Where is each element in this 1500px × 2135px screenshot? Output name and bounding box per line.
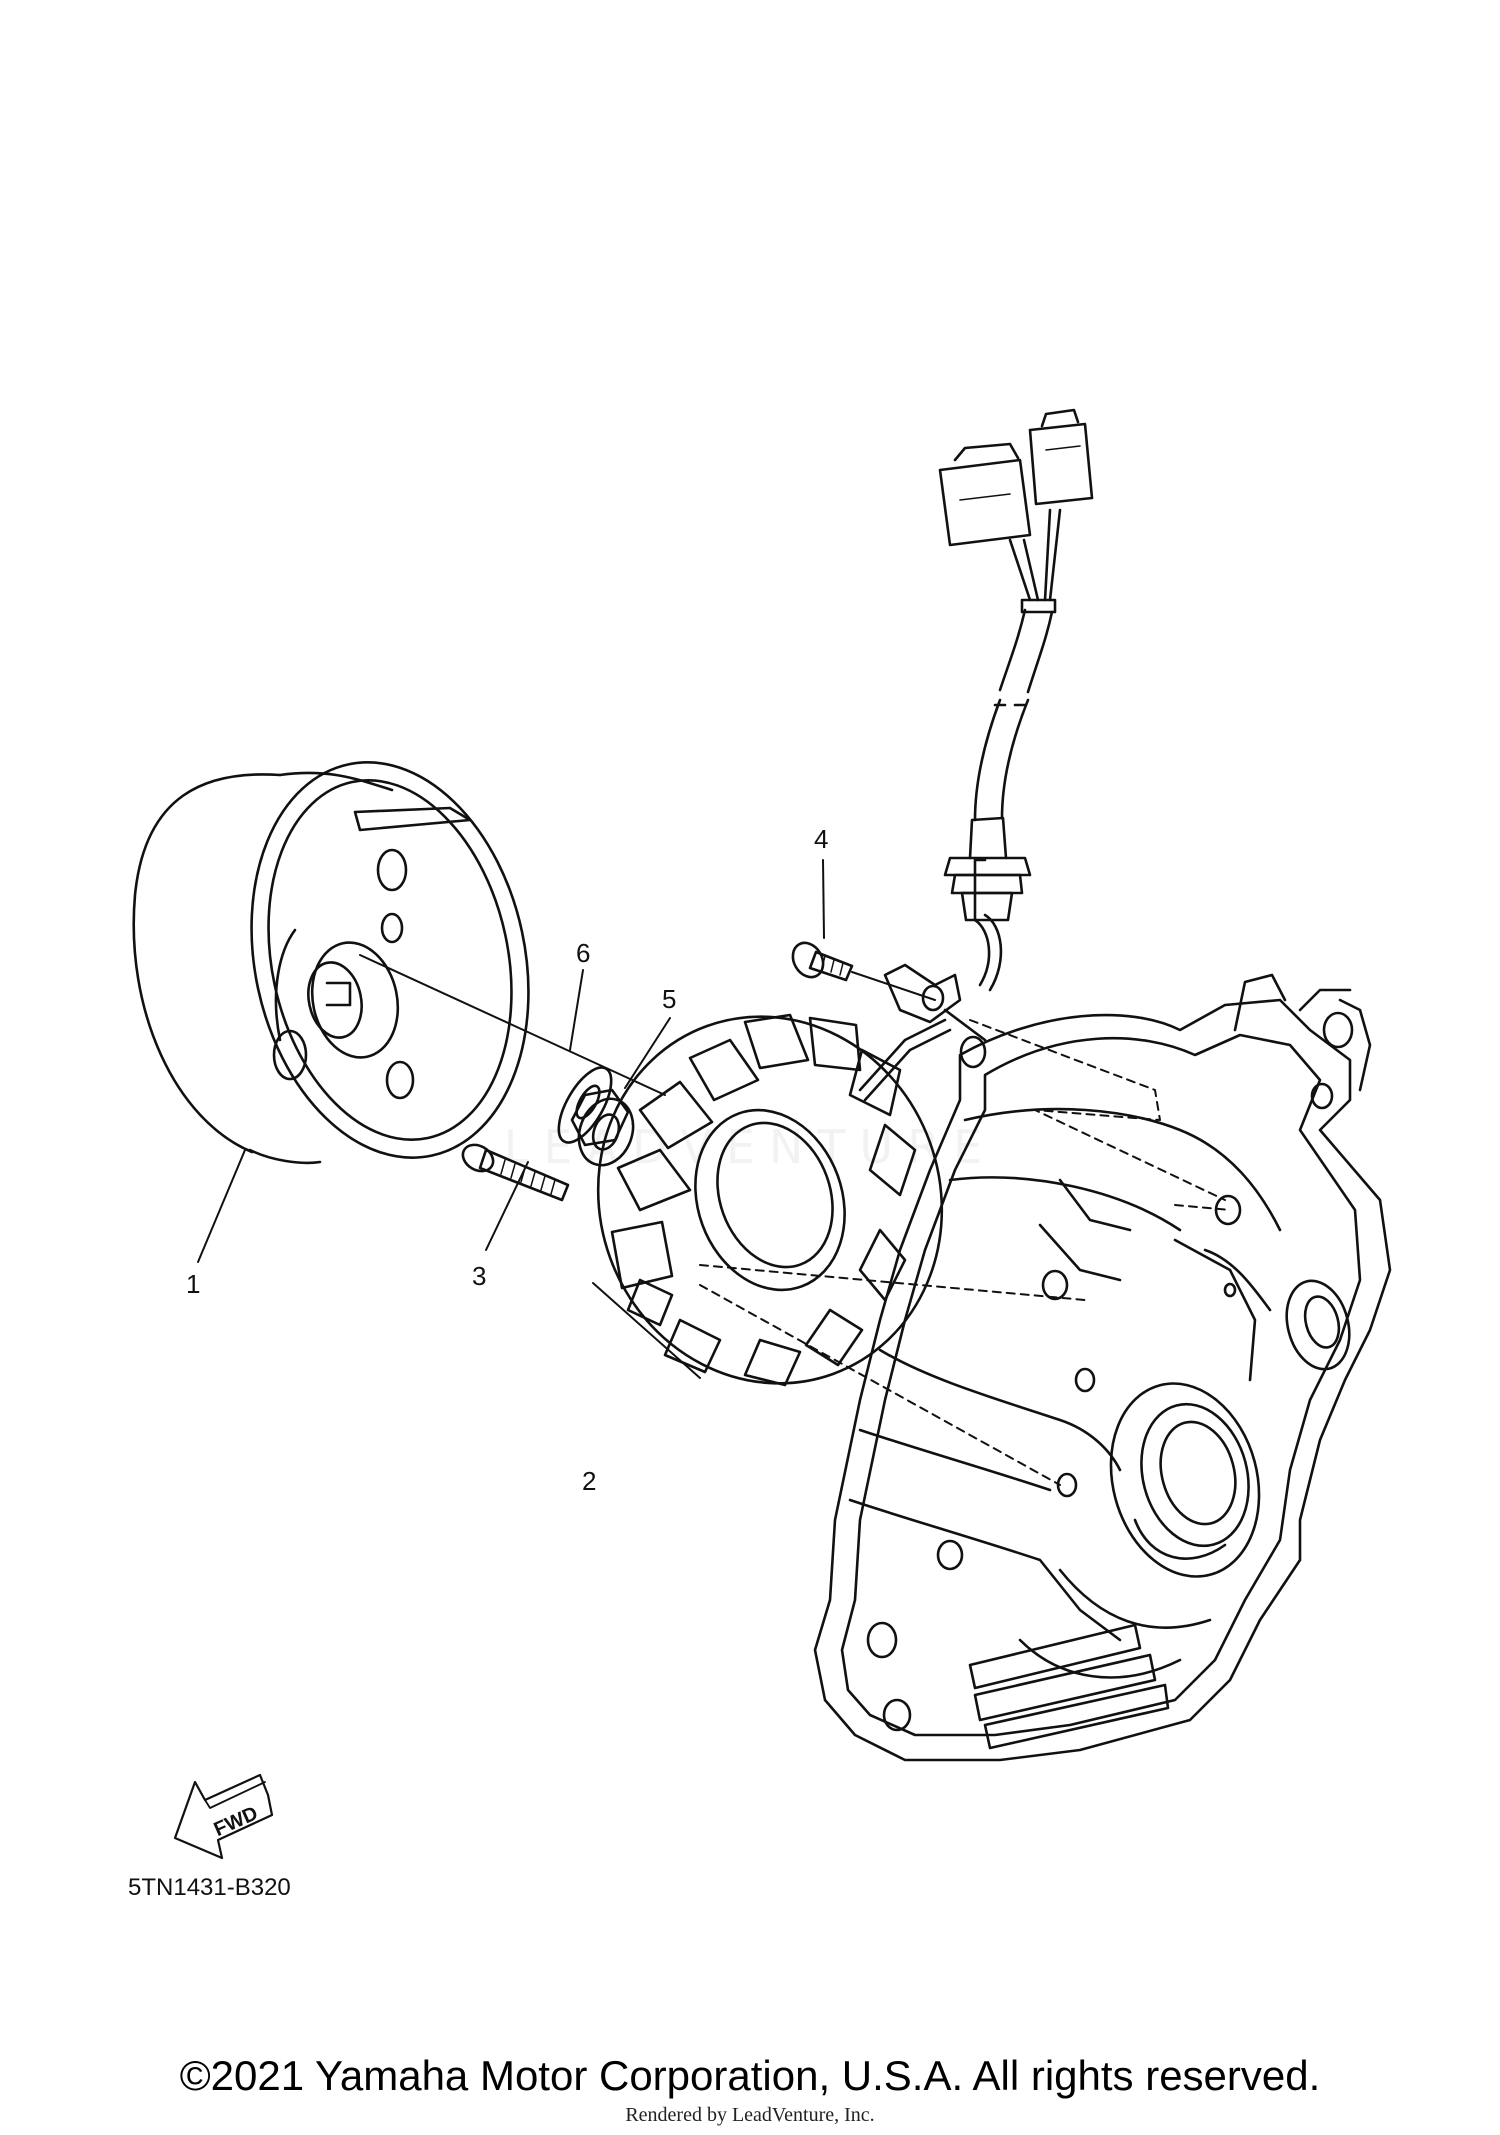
- fwd-arrow-icon: FWD: [173, 1773, 274, 1860]
- nut: [570, 1088, 635, 1167]
- part-label-1: 1: [186, 1269, 200, 1299]
- part-label-3: 3: [472, 1261, 486, 1291]
- rotor-flywheel: [132, 761, 666, 1165]
- part-label-2: 2: [582, 1466, 596, 1496]
- leader-lines: [197, 859, 825, 1379]
- wire-harness: [883, 408, 1094, 1069]
- crankcase-cover: [699, 973, 1392, 1762]
- copyright-notice: ©2021 Yamaha Motor Corporation, U.S.A. A…: [179, 2052, 1321, 2099]
- part-label-5: 5: [662, 984, 676, 1014]
- stator-screw: [461, 1143, 570, 1202]
- fwd-label: FWD: [211, 1802, 262, 1841]
- part-label-6: 6: [576, 938, 590, 968]
- rendered-by-notice: Rendered by LeadVenture, Inc.: [625, 2104, 875, 2126]
- pickup-screw: [791, 941, 936, 1001]
- stator-assembly: [596, 1013, 1086, 1387]
- diagram-code: 5TN1431-B320: [128, 1874, 291, 1901]
- washer: [557, 1066, 613, 1144]
- part-label-4: 4: [814, 824, 828, 854]
